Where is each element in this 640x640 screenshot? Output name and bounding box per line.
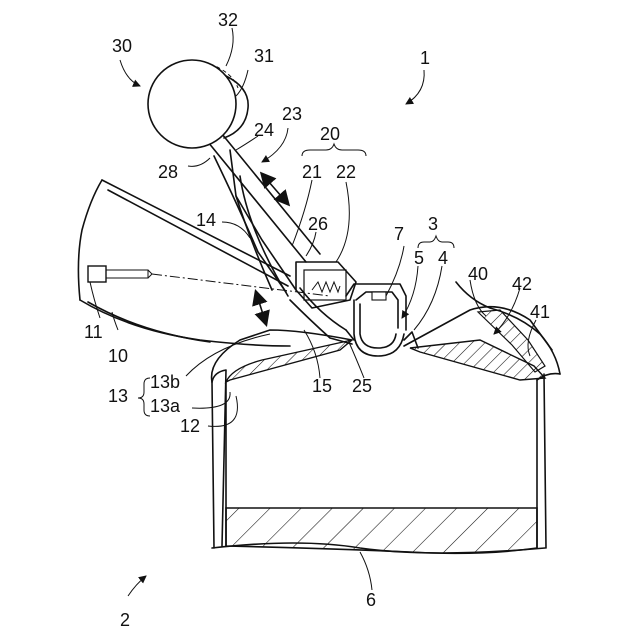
label-11: 11 [84, 322, 103, 342]
right-plate-42 [404, 282, 560, 380]
label-25: 25 [352, 376, 372, 396]
knob-30 [148, 60, 248, 148]
label-13a: 13a [150, 396, 181, 416]
label-22: 22 [336, 162, 356, 182]
sensor-11 [88, 266, 106, 282]
label-20: 20 [320, 124, 340, 144]
bottom-layer-6 [226, 508, 537, 553]
label-24: 24 [254, 120, 274, 140]
label-30: 30 [112, 36, 132, 56]
lower-housing [212, 370, 546, 553]
label-7: 7 [394, 224, 404, 244]
label-4: 4 [438, 248, 448, 268]
label-3: 3 [428, 214, 438, 234]
label-13b: 13b [150, 372, 180, 392]
label-28: 28 [158, 162, 178, 182]
label-42: 42 [512, 274, 532, 294]
label-26: 26 [308, 214, 328, 234]
label-14: 14 [196, 210, 216, 230]
label-41: 41 [530, 302, 550, 322]
label-40: 40 [468, 264, 488, 284]
label-6: 6 [366, 590, 376, 610]
label-32: 32 [218, 10, 238, 30]
label-1: 1 [420, 48, 430, 68]
label-2: 2 [120, 610, 130, 630]
lever-assembly [208, 134, 356, 344]
label-31: 31 [254, 46, 274, 66]
motion-arrow-lower [256, 292, 266, 324]
label-13: 13 [108, 386, 128, 406]
label-12: 12 [180, 416, 200, 436]
label-10: 10 [108, 346, 128, 366]
label-23: 23 [282, 104, 302, 124]
label-15: 15 [312, 376, 332, 396]
duct-10 [78, 180, 330, 346]
label-21: 21 [302, 162, 322, 182]
cup-assembly-3 [346, 284, 418, 356]
label-5: 5 [414, 248, 424, 268]
